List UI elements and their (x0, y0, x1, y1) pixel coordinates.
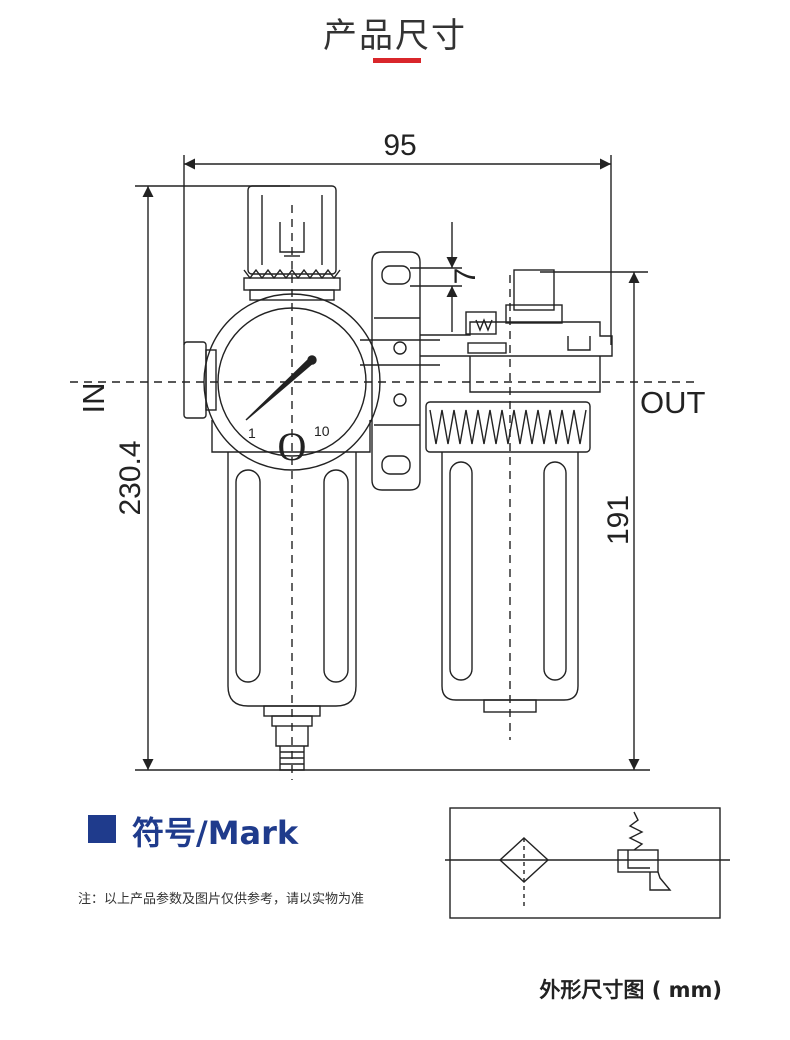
lubricator-bowl (441, 452, 579, 713)
pneumatic-symbol (445, 807, 730, 919)
mounting-bracket (371, 251, 421, 491)
inlet-port (183, 341, 207, 419)
lubricator-head (420, 269, 613, 453)
gauge-min-label: 1 (248, 425, 256, 441)
gauge-outer (203, 293, 381, 471)
mark-section-label: 符号/Mark (132, 814, 299, 852)
inlet-port-neck (205, 349, 217, 411)
gauge-needle (245, 357, 316, 421)
dim-width-label: 95 (383, 129, 416, 162)
disclaimer-note: 注：以上产品参数及图片仅供参考，请以实物为准 (78, 892, 365, 907)
regulator-body (211, 420, 371, 453)
dim-lub-height-label: 191 (602, 495, 635, 545)
page-title: 产品尺寸 (323, 16, 467, 56)
gauge-max-label: 10 (314, 423, 330, 439)
outlet-label: OUT (640, 385, 706, 420)
inlet-label: IN (76, 383, 111, 414)
drawing-caption: 外形尺寸图 ( mm) (539, 978, 722, 1002)
title-underline (373, 58, 421, 63)
dim-bracket-gap-label: 7 (449, 268, 482, 285)
regulator-knob (243, 185, 341, 301)
dim-total-height-label: 230.4 (114, 440, 147, 515)
mark-square-icon (88, 815, 116, 843)
gauge-inner (217, 307, 367, 457)
filter-bowl (227, 452, 357, 771)
gauge-logo: O (278, 424, 307, 469)
